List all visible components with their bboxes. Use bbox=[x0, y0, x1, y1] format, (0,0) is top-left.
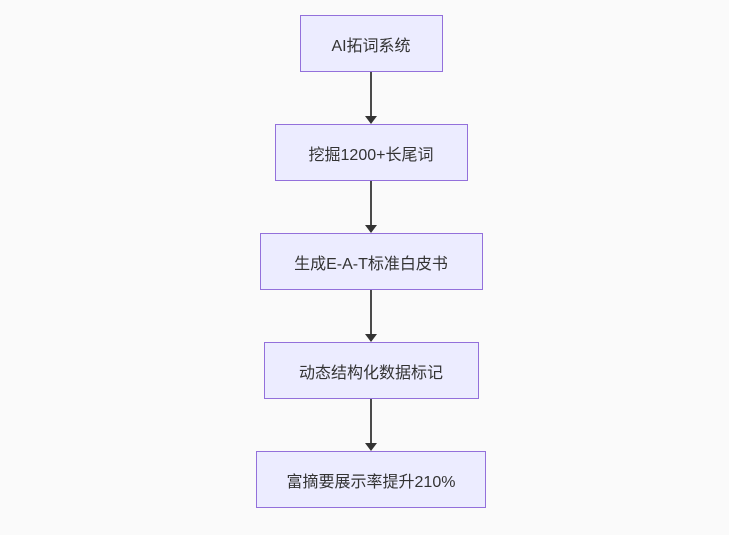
arrowhead-down-icon bbox=[365, 443, 377, 451]
flow-edge bbox=[365, 72, 377, 124]
flow-node-label: 生成E-A-T标准白皮书 bbox=[294, 255, 448, 273]
flow-node-dynamic-structured-data-markup: 动态结构化数据标记 bbox=[263, 342, 479, 399]
edge-line bbox=[370, 181, 372, 225]
flowchart-column: AI拓词系统 挖掘1200+长尾词 生成E-A-T标准白皮书 动态结构化数据标记 bbox=[256, 15, 486, 508]
flow-node-rich-snippet-rate-increase: 富摘要展示率提升210% bbox=[256, 451, 486, 508]
flow-node-generate-eat-whitepaper: 生成E-A-T标准白皮书 bbox=[259, 233, 483, 290]
flow-node-mine-longtail-keywords: 挖掘1200+长尾词 bbox=[274, 124, 468, 181]
flow-edge bbox=[365, 290, 377, 342]
arrowhead-down-icon bbox=[365, 116, 377, 124]
flow-node-label: 挖掘1200+长尾词 bbox=[308, 146, 434, 164]
arrowhead-down-icon bbox=[365, 334, 377, 342]
flow-node-label: 动态结构化数据标记 bbox=[298, 364, 443, 382]
flow-edge bbox=[365, 181, 377, 233]
edge-line bbox=[370, 290, 372, 334]
flow-node-ai-word-expansion-system: AI拓词系统 bbox=[299, 15, 443, 72]
flow-node-label: 富摘要展示率提升210% bbox=[286, 473, 456, 491]
edge-line bbox=[370, 72, 372, 116]
arrowhead-down-icon bbox=[365, 225, 377, 233]
edge-line bbox=[370, 399, 372, 443]
flow-node-label: AI拓词系统 bbox=[331, 37, 411, 55]
flow-edge bbox=[365, 399, 377, 451]
